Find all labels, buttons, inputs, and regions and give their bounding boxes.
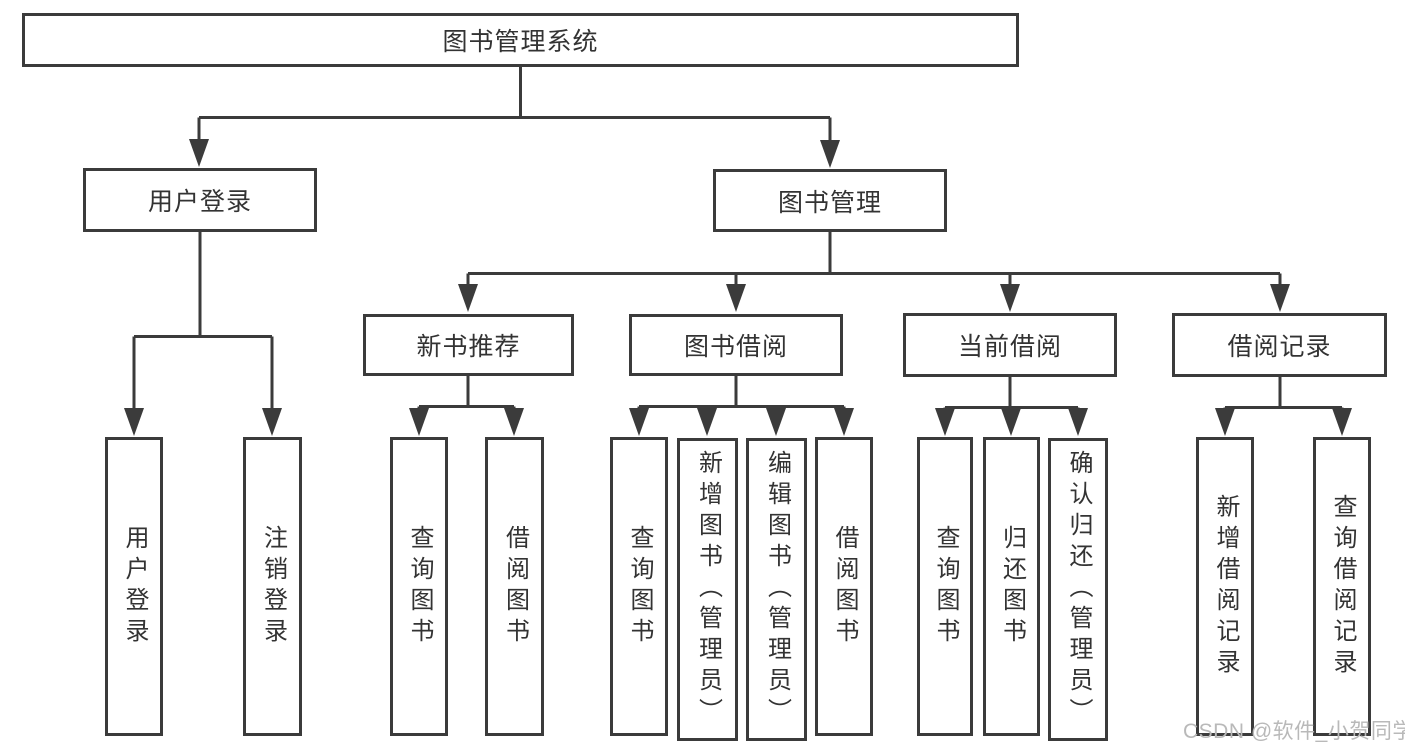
node-current-borrow: 当前借阅 xyxy=(903,313,1117,377)
connector-new-book-to-children xyxy=(417,376,516,418)
leaf-add-book-admin: 新增图书（管理员） xyxy=(677,438,738,741)
arrowhead-icon xyxy=(1068,408,1088,436)
connector-current-borrow-to-children xyxy=(943,377,1080,418)
node-root-system: 图书管理系统 xyxy=(22,13,1019,67)
arrowhead-icon xyxy=(504,408,524,436)
arrowhead-icon xyxy=(1001,408,1021,436)
arrowhead-icon xyxy=(1332,408,1352,436)
connector-book-borrow-to-children xyxy=(637,376,846,418)
leaf-query-books-recommend: 查询图书 xyxy=(390,437,448,736)
arrowhead-icon xyxy=(820,140,840,168)
leaf-query-books-current: 查询图书 xyxy=(917,437,973,736)
leaf-edit-book-admin: 编辑图书（管理员） xyxy=(746,438,807,741)
arrowhead-icon xyxy=(124,408,144,436)
arrowhead-icon xyxy=(409,408,429,436)
leaf-logout: 注销登录 xyxy=(243,437,302,736)
arrowhead-icon xyxy=(726,284,746,312)
arrowhead-icon xyxy=(262,408,282,436)
leaf-query-books-borrow: 查询图书 xyxy=(610,437,668,736)
arrowhead-icon xyxy=(697,408,717,436)
leaf-borrow-books: 借阅图书 xyxy=(815,437,873,736)
leaf-query-borrow-record: 查询借阅记录 xyxy=(1313,437,1371,736)
node-borrow-records: 借阅记录 xyxy=(1172,313,1387,377)
node-new-book-recommend: 新书推荐 xyxy=(363,314,574,376)
arrowhead-icon xyxy=(766,408,786,436)
connector-borrow-records-to-children xyxy=(1223,377,1344,418)
leaf-user-login: 用户登录 xyxy=(105,437,163,736)
arrowhead-icon xyxy=(935,408,955,436)
arrowhead-icon xyxy=(834,408,854,436)
arrowhead-icon xyxy=(458,284,478,312)
leaf-add-borrow-record: 新增借阅记录 xyxy=(1196,437,1254,736)
leaf-confirm-return-admin: 确认归还（管理员） xyxy=(1048,438,1108,741)
arrowhead-icon xyxy=(1215,408,1235,436)
leaf-borrow-books-recommend: 借阅图书 xyxy=(485,437,544,736)
connector-book-mgmt-to-groups xyxy=(466,232,1282,292)
leaf-return-book: 归还图书 xyxy=(983,437,1040,736)
arrowhead-icon xyxy=(189,139,209,167)
node-user-login: 用户登录 xyxy=(83,168,317,232)
watermark: CSDN @软件_小贺同学 xyxy=(1183,720,1405,743)
connector-root-to-level2 xyxy=(197,67,832,147)
node-book-mgmt: 图书管理 xyxy=(713,169,947,232)
arrowhead-icon xyxy=(629,408,649,436)
connector-user-login-to-children xyxy=(132,232,274,415)
arrowhead-icon xyxy=(1270,284,1290,312)
node-book-borrow: 图书借阅 xyxy=(629,314,843,376)
arrowhead-icon xyxy=(1000,284,1020,312)
